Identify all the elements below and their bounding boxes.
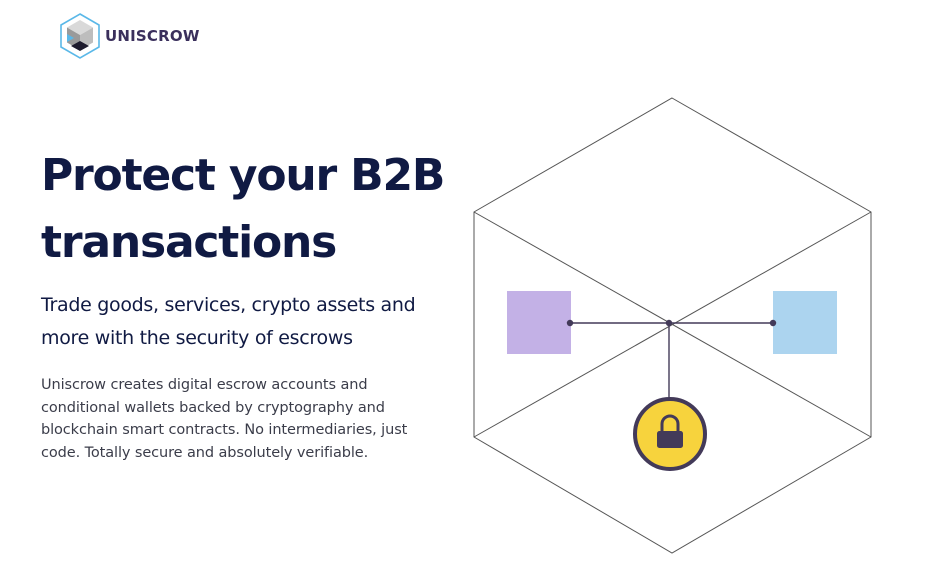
- connection-lines: [570, 322, 773, 400]
- sender-box: [507, 291, 571, 354]
- page-subtitle: Trade goods, services, crypto assets and…: [41, 294, 416, 349]
- cube-outline: [473, 97, 872, 554]
- receiver-box: [773, 291, 837, 354]
- page-description: Uniscrow creates digital escrow accounts…: [41, 377, 408, 461]
- escrow-cube-illustration: [473, 97, 872, 554]
- receiver-node: [769, 319, 777, 327]
- lock-icon: [633, 397, 707, 471]
- brand-logo-link[interactable]: UNISCROW: [58, 12, 200, 60]
- sender-node: [566, 319, 574, 327]
- hexagon-cube-icon: [60, 13, 100, 59]
- center-node: [665, 319, 673, 327]
- brand-name: UNISCROW: [105, 27, 200, 45]
- page-title: Protect your B2B transactions: [41, 150, 445, 268]
